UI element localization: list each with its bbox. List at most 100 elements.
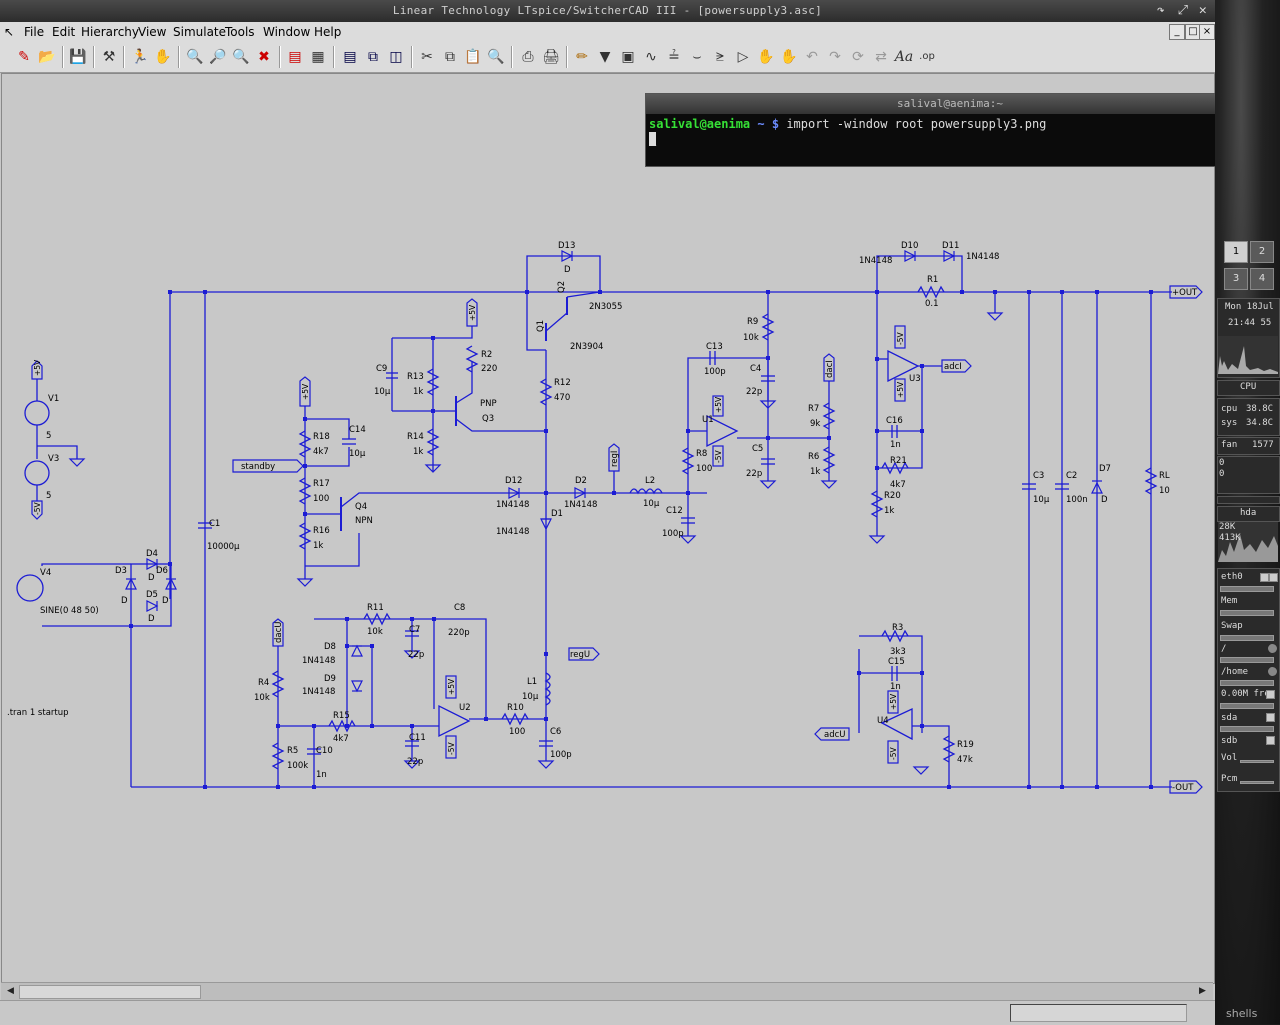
move-icon[interactable]: ✋ bbox=[757, 49, 775, 65]
C7-label: C7 bbox=[409, 625, 420, 635]
R3-value: 3k3 bbox=[890, 647, 906, 657]
C4-value: 22p bbox=[746, 387, 762, 397]
cut-icon[interactable]: ✂ bbox=[421, 49, 433, 65]
terminal-window[interactable]: salival@aenima:~ salival@aenima ~ $ impo… bbox=[645, 93, 1255, 167]
C4-label: C4 bbox=[750, 364, 761, 374]
D13-label: D13 bbox=[558, 241, 575, 251]
free-check[interactable] bbox=[1266, 690, 1275, 699]
halt-icon[interactable]: ✋ bbox=[154, 49, 172, 65]
schematic-drawing[interactable]: V1 5 V3 5 V4 SINE(0 48 50) D3 D D4 D D5 … bbox=[2, 74, 1214, 983]
close-icon[interactable]: ✕ bbox=[1198, 3, 1208, 18]
control-panel-icon[interactable]: ⚒ bbox=[102, 49, 116, 65]
window-titlebar[interactable]: Linear Technology LTspice/SwitcherCAD II… bbox=[0, 0, 1215, 22]
zoom-cancel-icon[interactable]: ✖ bbox=[258, 49, 270, 65]
horizontal-scrollbar[interactable]: ◀ ▶ bbox=[1, 982, 1213, 1000]
rotate-icon[interactable]: ⟳ bbox=[852, 49, 864, 65]
menu-simulate[interactable]: Simulate bbox=[173, 25, 227, 39]
eth-check-2[interactable] bbox=[1269, 573, 1278, 582]
find-icon[interactable]: 🔍 bbox=[487, 49, 505, 65]
open-icon[interactable]: 📂 bbox=[38, 49, 56, 65]
scroll-left-icon[interactable]: ◀ bbox=[7, 986, 14, 996]
undo-icon[interactable]: ↶ bbox=[806, 49, 818, 65]
menu-file[interactable]: File bbox=[24, 25, 45, 39]
C13-value: 100p bbox=[704, 367, 726, 377]
D6-value: D bbox=[162, 596, 169, 606]
V1-value: 5 bbox=[46, 431, 51, 441]
tile-vertical-icon[interactable]: ◫ bbox=[389, 49, 403, 65]
p5V-label-u4: +5V bbox=[889, 693, 898, 710]
mdi-close-button[interactable]: × bbox=[1199, 24, 1215, 40]
menu-view[interactable]: View bbox=[138, 25, 167, 39]
D3-value: D bbox=[121, 596, 128, 606]
R11-value: 10k bbox=[367, 627, 383, 637]
root-fs-led bbox=[1268, 644, 1277, 653]
R10-label: R10 bbox=[507, 703, 524, 713]
diode-icon[interactable]: ⪭ bbox=[716, 49, 724, 65]
workspace-2[interactable]: 2 bbox=[1250, 241, 1274, 263]
resistor-icon[interactable]: ∿ bbox=[645, 49, 657, 65]
D11-label: D11 bbox=[942, 241, 959, 251]
zoom-in-icon[interactable]: 🔍 bbox=[186, 49, 204, 65]
scroll-thumb[interactable] bbox=[19, 985, 201, 999]
cascade-icon[interactable]: ⧉ bbox=[368, 49, 378, 65]
maximize-icon[interactable]: ⤢ bbox=[1177, 3, 1189, 18]
workspace-4[interactable]: 4 bbox=[1250, 268, 1274, 290]
text-icon[interactable]: Aa bbox=[894, 49, 914, 65]
toolbar: ✎ 📂 💾 ⚒ 🏃 ✋ 🔍 🔎 🔍 ✖ ▤ ▦ ▤ ⧉ ◫ ✂ ⧉ 📋 🔍 ⎙ … bbox=[0, 42, 1215, 73]
zoom-out-icon[interactable]: 🔍 bbox=[232, 49, 250, 65]
print-setup-icon[interactable]: ⎙ bbox=[522, 49, 534, 65]
V4-label: V4 bbox=[40, 568, 51, 578]
out-minus-label: -OUT bbox=[1172, 783, 1194, 793]
menu-hierarchy[interactable]: Hierarchy bbox=[81, 25, 140, 39]
menu-tools[interactable]: Tools bbox=[225, 25, 255, 39]
L1-value: 10μ bbox=[522, 692, 539, 702]
schematic-canvas[interactable]: V1 5 V3 5 V4 SINE(0 48 50) D3 D D4 D D5 … bbox=[1, 73, 1215, 984]
pcm-slider[interactable] bbox=[1240, 781, 1274, 784]
panel-icon[interactable]: ▦ bbox=[311, 49, 325, 65]
save-icon[interactable]: 💾 bbox=[69, 49, 87, 65]
sdb-check[interactable] bbox=[1266, 736, 1275, 745]
menu-window[interactable]: Window bbox=[263, 25, 311, 39]
menu-edit[interactable]: Edit bbox=[52, 25, 76, 39]
D2-label: D2 bbox=[575, 476, 587, 486]
copy-icon[interactable]: ⧉ bbox=[445, 49, 455, 65]
menu-help[interactable]: Help bbox=[314, 25, 342, 39]
zoom-area-icon[interactable]: 🔎 bbox=[209, 49, 227, 65]
capacitor-icon[interactable]: ≟ bbox=[668, 49, 680, 65]
spice-directive-icon[interactable]: .op bbox=[919, 51, 935, 62]
workspace-3[interactable]: 3 bbox=[1224, 268, 1248, 290]
mdi-minimize-button[interactable]: _ bbox=[1169, 24, 1185, 40]
tile-horizontal-icon[interactable]: ▤ bbox=[343, 49, 357, 65]
inductor-icon[interactable]: ⌣ bbox=[692, 49, 702, 65]
terminal-body[interactable]: salival@aenima ~ $ import -window root p… bbox=[646, 114, 1254, 150]
paste-icon[interactable]: 📋 bbox=[464, 49, 482, 65]
mirror-icon[interactable]: ⇄ bbox=[875, 49, 887, 65]
drag-icon[interactable]: ✋ bbox=[780, 49, 798, 65]
spice-directive[interactable]: .tran 1 startup bbox=[7, 708, 69, 718]
Q2-label: Q2 bbox=[557, 281, 567, 293]
run-icon[interactable]: 🏃 bbox=[131, 49, 149, 65]
component-icon[interactable]: ▷ bbox=[737, 49, 749, 65]
D11-value: 1N4148 bbox=[966, 252, 999, 262]
C7-value: 22p bbox=[408, 650, 424, 660]
m5V-label-u2: -5V bbox=[447, 742, 456, 755]
vol-slider[interactable] bbox=[1240, 760, 1274, 763]
shade-icon[interactable]: ↷ bbox=[1156, 3, 1166, 18]
redo-icon[interactable]: ↷ bbox=[829, 49, 841, 65]
scroll-right-icon[interactable]: ▶ bbox=[1199, 986, 1206, 996]
autorange-icon[interactable]: ▤ bbox=[288, 49, 302, 65]
doc-menu-icon[interactable]: ↖ bbox=[4, 25, 15, 39]
ground-icon[interactable]: ▼ bbox=[599, 49, 611, 65]
C16-value: 1n bbox=[890, 440, 901, 450]
V3-label: V3 bbox=[48, 454, 59, 464]
sda-check[interactable] bbox=[1266, 713, 1275, 722]
draw-wire-icon[interactable]: ✏ bbox=[576, 49, 588, 65]
terminal-titlebar[interactable]: salival@aenima:~ bbox=[646, 94, 1254, 114]
R1-label: R1 bbox=[927, 275, 938, 285]
workspace-1[interactable]: 1 bbox=[1224, 241, 1248, 263]
new-schematic-icon[interactable]: ✎ bbox=[18, 49, 30, 65]
label-net-icon[interactable]: ▣ bbox=[621, 49, 635, 65]
eth-check[interactable] bbox=[1260, 573, 1269, 582]
print-icon[interactable]: 🖨 bbox=[542, 49, 560, 65]
C9-value: 10μ bbox=[374, 387, 391, 397]
